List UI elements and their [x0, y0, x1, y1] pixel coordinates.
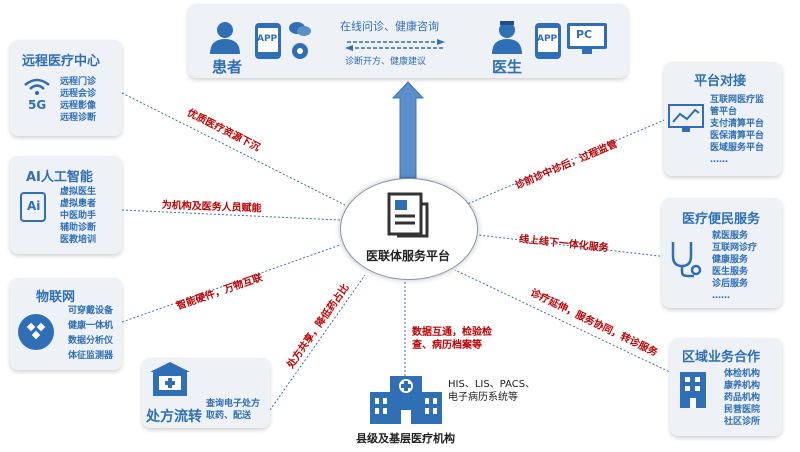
list-item: ……	[712, 291, 730, 301]
list-item: 社区诊所	[724, 417, 761, 427]
list-item: 医教培训	[60, 235, 97, 245]
hospital-label: 县级及基层医疗机构	[356, 432, 455, 445]
data-exchange-label: 数据互通，检验检 查、病历档案等	[412, 326, 492, 352]
list-item: 体征监测器	[68, 351, 114, 361]
ai-icon	[20, 192, 46, 226]
pharmacy-icon	[150, 362, 190, 402]
connector-line	[269, 274, 366, 411]
panel-title: 区域业务合作	[682, 350, 761, 365]
list-item: 健康服务	[712, 255, 749, 265]
list-item: 健康一体机	[68, 321, 114, 331]
systems-line: HIS、LIS、PACS、	[448, 379, 536, 390]
panel-item-list: 可穿戴设备 健康一体机 数据分析仪 体征监测器	[68, 304, 113, 364]
up-arrow	[391, 81, 425, 179]
list-item: 民营医院	[724, 405, 761, 415]
panel-title: 物联网	[36, 290, 76, 305]
panel-title: 平台对接	[694, 74, 747, 89]
app-label: APP	[537, 34, 558, 44]
panel-title: 医疗便民服务	[682, 212, 761, 227]
doctor-label: 医生	[492, 58, 523, 76]
connector-line	[121, 209, 341, 221]
list-item: ……	[710, 155, 728, 165]
panel-item-list: 查询电子处方 取药、配送	[206, 398, 260, 422]
connector-line	[121, 92, 346, 206]
list-item: 就医服务	[712, 231, 749, 241]
list-item: 中医助手	[60, 211, 97, 221]
list-item: 互联网诊疗	[712, 243, 758, 253]
list-item: 管平台	[710, 107, 738, 117]
list-item: 医保清算平台	[710, 131, 765, 141]
panel-item-list: 就医服务 互联网诊疗 健康服务 医生服务 诊后服务 ……	[712, 230, 757, 302]
consult-text: 在线问诊、健康咨询	[340, 20, 439, 33]
systems-line: 电子病历系统等	[448, 392, 518, 403]
list-item: 虚拟医生	[60, 187, 97, 197]
doctor-icon	[490, 20, 524, 58]
list-item: 医域服务平台	[710, 143, 765, 153]
panel-item-list: 体检机构 康养机构 药品机构 民营医院 社区诊所	[724, 368, 760, 428]
list-item: 康养机构	[724, 381, 761, 391]
list-item: 辅助诊断	[60, 223, 97, 233]
center-title: 医联体服务平台	[366, 249, 451, 263]
monitor-chart-icon	[668, 104, 704, 138]
list-item: 取药、配送	[206, 411, 252, 421]
ai-panel	[10, 156, 122, 254]
panel-title: AI人工智能	[26, 170, 93, 185]
document-icon	[387, 192, 431, 242]
list-item: 虚拟患者	[60, 199, 97, 209]
list-item: 诊后服务	[712, 279, 749, 289]
pc-label: PC	[576, 28, 593, 41]
list-item: 远程影像	[60, 101, 97, 111]
double-arrow-icon	[345, 36, 445, 55]
wechat-icon	[288, 20, 312, 42]
connector-line	[454, 269, 677, 376]
patient-label: 患者	[212, 58, 243, 76]
remote-medical-panel	[10, 40, 122, 136]
app-label: APP	[257, 34, 278, 44]
list-item: 互联网医疗监	[710, 95, 765, 105]
hospital-icon	[368, 372, 444, 430]
platform-docking-panel	[664, 62, 782, 176]
list-item: 远程会诊	[60, 89, 97, 99]
panel-title: 处方流转	[146, 409, 202, 425]
connector-label: 查、病历档案等	[412, 340, 482, 351]
convenience-service-panel	[662, 198, 782, 308]
list-item: 远程门诊	[60, 77, 97, 87]
systems-text: HIS、LIS、PACS、 电子病历系统等	[448, 378, 535, 404]
panel-item-list: 远程门诊 远程会诊 远程影像 远程诊断	[60, 76, 96, 124]
building-icon	[678, 370, 708, 414]
5g-badge: 5G	[28, 98, 47, 112]
diagnosis-text: 诊断开方、健康建议	[345, 57, 427, 67]
wifi-5g-icon	[22, 76, 52, 100]
pc-icon	[566, 22, 608, 60]
panel-item-list: 互联网医疗监 管平台 支付清算平台 医保清算平台 医域服务平台 ……	[710, 94, 764, 166]
list-item: 药品机构	[724, 393, 761, 403]
list-item: 数据分析仪	[68, 336, 114, 346]
list-item: 支付清算平台	[710, 119, 765, 129]
list-item: 可穿戴设备	[68, 306, 114, 316]
panel-title: 远程医疗中心	[22, 54, 101, 69]
network-icon	[14, 312, 58, 356]
connector-label: 数据互通，检验检	[412, 327, 492, 338]
connector-line	[121, 244, 341, 323]
connector-line	[477, 234, 677, 259]
list-item: 医生服务	[712, 267, 749, 277]
list-item: 远程诊断	[60, 113, 97, 123]
list-item: 查询电子处方	[206, 399, 261, 409]
app-icon	[534, 22, 562, 64]
ai-badge: Ai	[27, 199, 41, 213]
stethoscope-icon	[668, 240, 702, 282]
mini-program-icon	[291, 42, 309, 64]
patient-icon	[208, 20, 242, 58]
app-icon	[254, 22, 282, 64]
list-item: 体检机构	[724, 369, 761, 379]
panel-item-list: 虚拟医生 虚拟患者 中医助手 辅助诊断 医教培训	[60, 186, 96, 246]
